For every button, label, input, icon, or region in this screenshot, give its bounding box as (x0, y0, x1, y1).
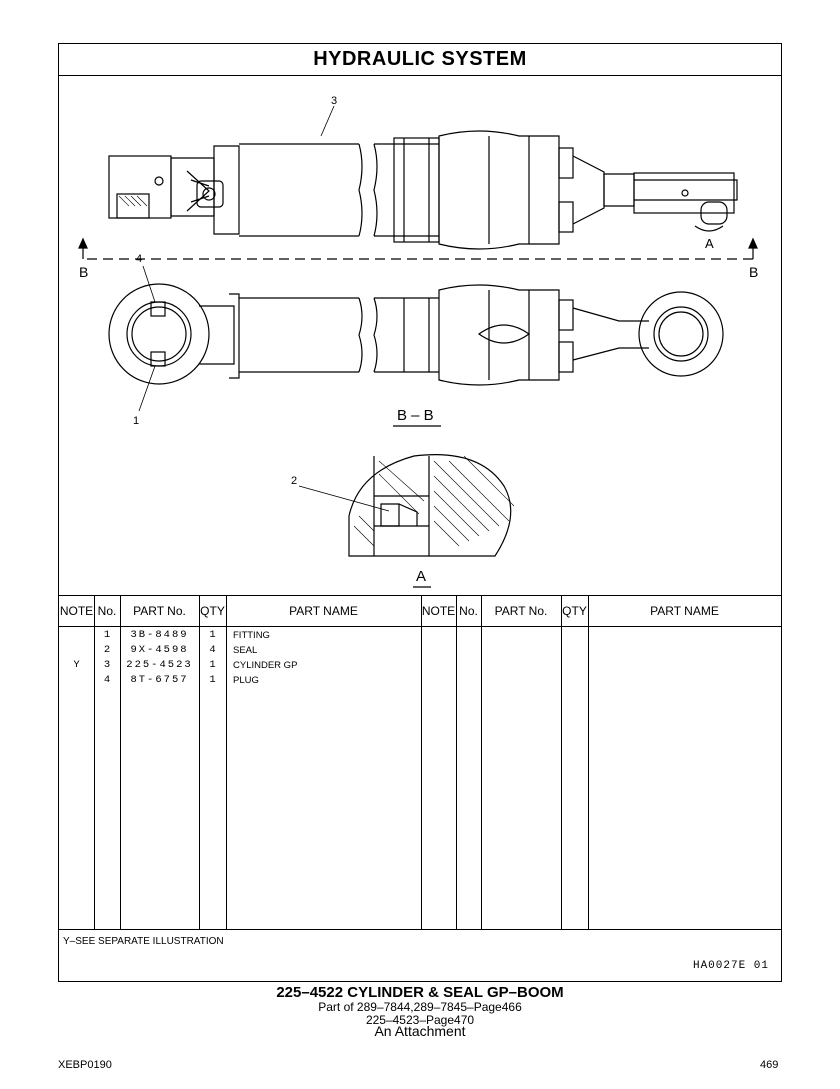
group-title: 225–4522 CYLINDER & SEAL GP–BOOM (276, 984, 564, 1001)
col-header-qty: QTY (200, 604, 225, 618)
callout-3: 3 (331, 95, 337, 107)
section-marker-left: B (79, 264, 88, 280)
col-header-note: NOTE (59, 604, 94, 618)
caption-attachment: An Attachment (374, 1023, 466, 1039)
col-header-note-2: NOTE (421, 604, 456, 618)
caption-part-of: Part of 289–7844,289–7845–Page466 (318, 1000, 522, 1014)
cylinder-illustration: A 3 B B (78, 95, 758, 588)
illustration-code: HA0027E 01 (692, 960, 769, 972)
col-header-qty-2: QTY (562, 604, 587, 618)
section-label-bb: B – B (397, 407, 434, 424)
col-header-no-2: No. (459, 604, 478, 618)
callout-1: 1 (133, 415, 139, 427)
detail-label-a: A (416, 568, 426, 585)
col-header-part-name: PART NAME (289, 604, 358, 618)
callout-detail-a: A (705, 236, 714, 251)
table-footnote: Y–SEE SEPARATE ILLUSTRATION (63, 936, 224, 947)
section-marker-right: B (749, 264, 758, 280)
col-header-part-name-2: PART NAME (650, 604, 719, 618)
parts-table: NOTE No. PART No. QTY PART NAME NOTE No.… (59, 595, 781, 980)
doc-code: XEBP0190 (58, 1059, 112, 1071)
page-frame: HYDRAULIC SYSTEM (58, 43, 782, 982)
page-number: 469 (760, 1059, 779, 1071)
col-header-no: No. (97, 604, 117, 618)
page-title: HYDRAULIC SYSTEM (59, 44, 781, 76)
callout-4: 4 (136, 253, 142, 265)
callout-2: 2 (291, 475, 297, 487)
col-header-part-no-2: PART No. (494, 604, 548, 618)
col-header-part-no: PART No. (133, 604, 186, 618)
caption-reference: 225–4523–Page470 (365, 1013, 475, 1027)
